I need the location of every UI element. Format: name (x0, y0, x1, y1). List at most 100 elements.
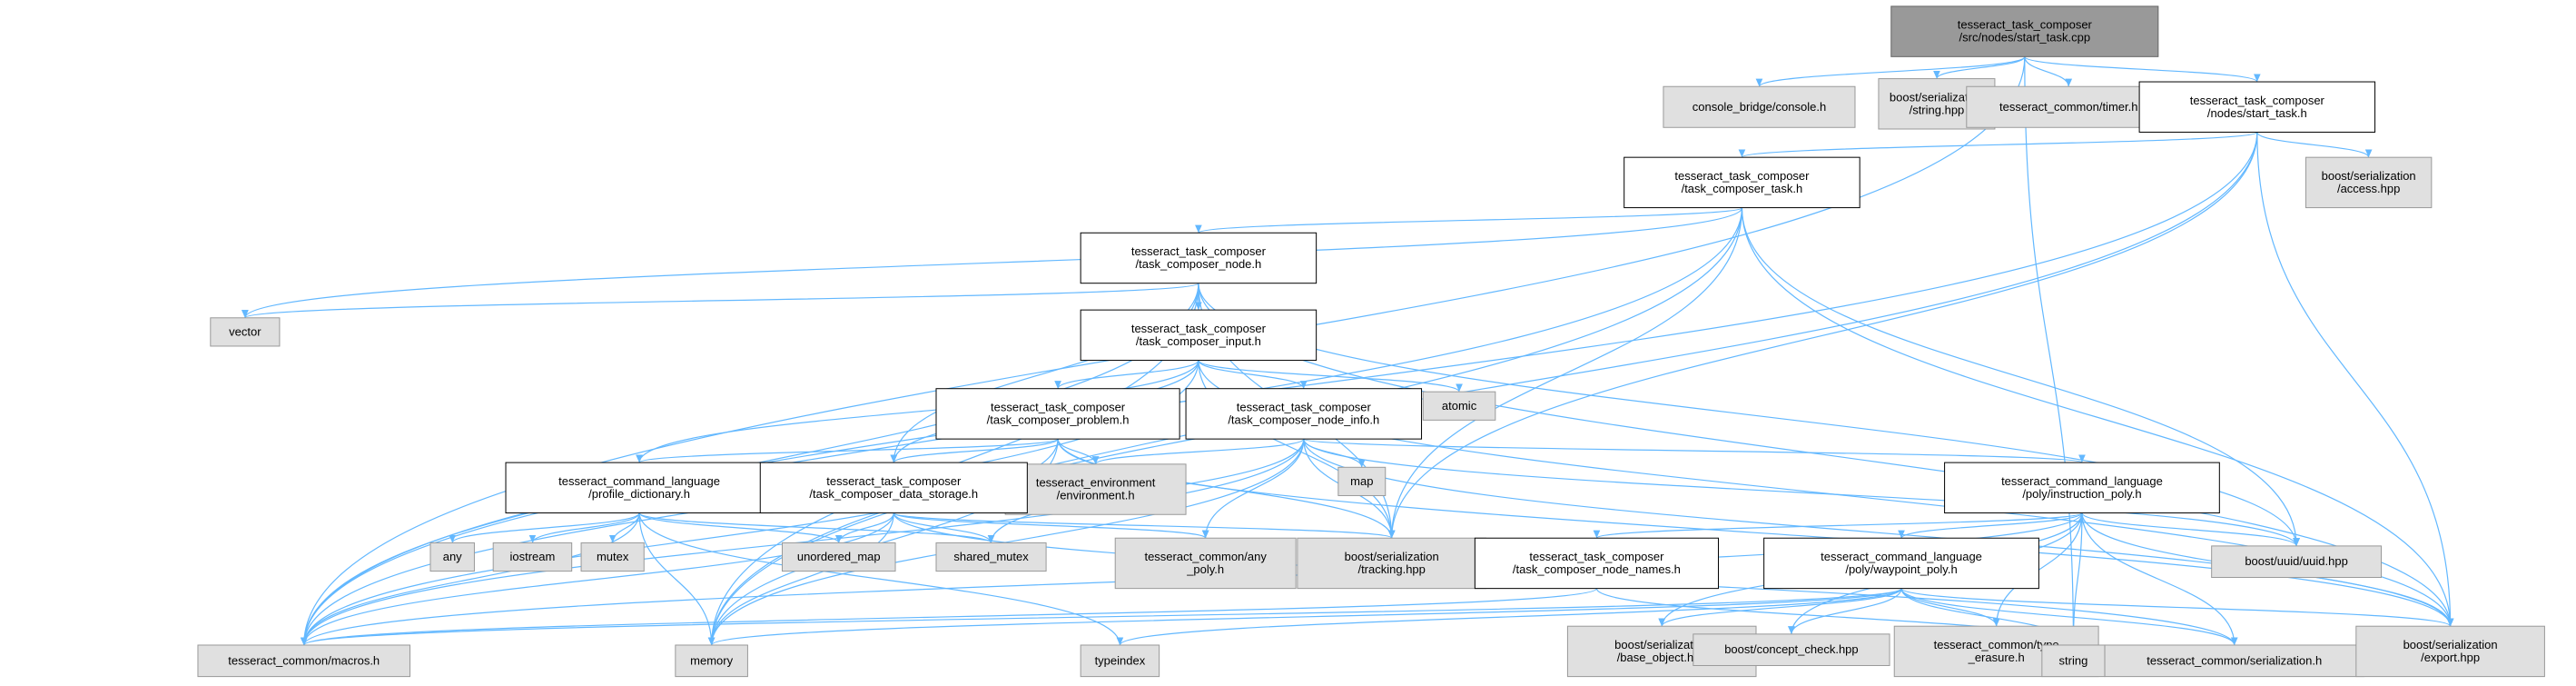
node-access-hpp[interactable]: boost/serialization/access.hpp (2305, 156, 2433, 209)
node-task-composer-node[interactable]: tesseract_task_composer/task_composer_no… (1080, 232, 1318, 284)
node-label-line: /src/nodes/start_task.cpp (1959, 31, 2091, 45)
node-label-line: tesseract_task_composer (1958, 18, 2093, 32)
node-label-line: /poly/waypoint_poly.h (1845, 562, 1957, 576)
edge-task-composer-data-storage-to-unordered-map (834, 512, 894, 543)
node-task-composer-task[interactable]: tesseract_task_composer/task_composer_ta… (1624, 156, 1860, 209)
node-uuid-hpp[interactable]: boost/uuid/uuid.hpp (2211, 545, 2382, 579)
node-label-line: /nodes/start_task.h (2207, 106, 2307, 120)
edge-instruction-poly-to-string (2069, 512, 2083, 645)
node-any[interactable]: any (429, 542, 475, 572)
node-task-composer-input[interactable]: tesseract_task_composer/task_composer_in… (1080, 309, 1318, 362)
node-string[interactable]: string (2041, 644, 2106, 678)
node-box (1422, 391, 1496, 421)
node-vector[interactable]: vector (210, 317, 281, 347)
node-box (1080, 644, 1160, 678)
node-box (1624, 156, 1860, 209)
node-label-line: typeindex (1095, 653, 1146, 667)
node-label-line: boost/serialization (1345, 550, 1439, 563)
node-start-task-cpp[interactable]: tesseract_task_composer/src/nodes/start_… (1890, 5, 2159, 57)
edge-waypoint-poly-to-base-object (1658, 588, 1902, 627)
node-mutex[interactable]: mutex (580, 542, 645, 572)
node-instruction-poly[interactable]: tesseract_command_language/poly/instruct… (1944, 462, 2220, 514)
node-label-line: tesseract_task_composer (1131, 322, 1267, 335)
node-label-line: boost/serialization (2403, 638, 2498, 651)
node-label-line: tesseract_common/serialization.h (2147, 653, 2322, 667)
node-task-composer-data-storage[interactable]: tesseract_task_composer/task_composer_da… (759, 462, 1028, 514)
node-box (781, 542, 896, 572)
edge-task-composer-node-info-to-macros-h (300, 439, 1305, 645)
node-box (1080, 232, 1318, 284)
edge-waypoint-poly-to-memory (708, 588, 1902, 646)
edge-task-composer-input-to-task-composer-node-info (1198, 360, 1308, 389)
edge-task-composer-node-info-to-any-poly (1201, 439, 1305, 539)
node-task-composer-problem[interactable]: tesseract_task_composer/task_composer_pr… (935, 388, 1180, 440)
edge-start-task-cpp-to-string (2024, 56, 2078, 645)
node-start-task-h[interactable]: tesseract_task_composer/nodes/start_task… (2138, 81, 2376, 133)
node-map[interactable]: map (1337, 466, 1387, 496)
node-memory[interactable]: memory (675, 644, 748, 678)
node-box (1966, 85, 2172, 128)
node-box (2305, 156, 2433, 209)
node-label-line: /poly/instruction_poly.h (2022, 487, 2141, 501)
edge-waypoint-poly-to-common-serialization (1900, 588, 2238, 646)
node-iostream[interactable]: iostream (492, 542, 573, 572)
node-timer-h[interactable]: tesseract_common/timer.h (1966, 85, 2172, 128)
node-label-line: tesseract_common/type (1934, 638, 2059, 651)
node-box (429, 542, 475, 572)
edge-waypoint-poly-to-typeindex (1116, 588, 1902, 646)
node-label-line: string (2059, 653, 2088, 667)
node-export-hpp[interactable]: boost/serialization/export.hpp (2355, 625, 2545, 678)
node-box (935, 542, 1047, 572)
node-task-composer-node-info[interactable]: tesseract_task_composer/task_composer_no… (1185, 388, 1423, 440)
node-box (1890, 5, 2159, 57)
node-label-line: /task_composer_problem.h (987, 413, 1130, 426)
node-tracking-hpp[interactable]: boost/serialization/tracking.hpp (1297, 537, 1486, 590)
node-environment-h[interactable]: tesseract_environment/environment.h (1004, 463, 1187, 515)
node-box (1693, 633, 1890, 666)
node-macros-h[interactable]: tesseract_common/macros.h (197, 644, 410, 678)
edge-profile-dictionary-to-iostream (528, 512, 640, 543)
edge-profile-dictionary-to-macros-h (300, 512, 640, 645)
node-label-line: /base_object.hpp (1617, 651, 1707, 664)
node-unordered-map[interactable]: unordered_map (781, 542, 896, 572)
node-label-line: tesseract_command_language (1821, 550, 1982, 563)
node-label-line: vector (229, 324, 262, 338)
node-atomic[interactable]: atomic (1422, 391, 1496, 421)
node-profile-dictionary[interactable]: tesseract_command_language/profile_dicti… (505, 462, 774, 514)
edge-task-composer-problem-to-export-hpp (1057, 439, 2454, 627)
edge-instruction-poly-to-uuid-hpp (2081, 512, 2300, 547)
node-waypoint-poly[interactable]: tesseract_command_language/poly/waypoint… (1763, 537, 2039, 590)
edge-waypoint-poly-to-type-erasure (1900, 588, 2000, 627)
node-common-serialization[interactable]: tesseract_common/serialization.h (2104, 644, 2364, 678)
node-label-line: tesseract_task_composer (826, 474, 962, 488)
node-label-line: boost/serialization (2322, 169, 2416, 183)
edge-waypoint-poly-to-macros-h (301, 588, 1902, 646)
node-label-line: tesseract_command_language (2001, 474, 2163, 488)
edge-task-composer-input-to-task-composer-problem (1054, 360, 1199, 390)
edge-start-task-h-to-task-composer-task (1738, 131, 2258, 158)
edge-waypoint-poly-to-export-hpp (1900, 588, 2454, 627)
node-label-line: tesseract_task_composer (1131, 244, 1267, 258)
node-node-names[interactable]: tesseract_task_composer/task_composer_no… (1474, 537, 1719, 590)
node-label-line: /string.hpp (1910, 103, 1965, 116)
node-box (210, 317, 281, 347)
node-label-line: /profile_dictionary.h (588, 487, 690, 501)
node-label-line: boost/serialization (1614, 638, 1709, 651)
node-label-line: _poly.h (1186, 562, 1224, 576)
node-label-line: _erasure.h (1968, 651, 2025, 664)
edge-profile-dictionary-to-unordered-map (638, 512, 843, 543)
edge-task-composer-task-to-vector (242, 207, 1743, 318)
edge-task-composer-node-info-to-memory (707, 439, 1305, 645)
edge-start-task-h-to-tracking-hpp (1387, 132, 2258, 539)
edge-start-task-cpp-to-start-task-h (2024, 55, 2261, 83)
edge-start-task-cpp-to-boost-ser-string (1933, 56, 2026, 79)
node-typeindex[interactable]: typeindex (1080, 644, 1160, 678)
node-console-bridge[interactable]: console_bridge/console.h (1663, 85, 1856, 128)
edge-task-composer-task-to-uuid-hpp (1741, 207, 2300, 546)
node-any-poly[interactable]: tesseract_common/any_poly.h (1114, 537, 1297, 590)
node-shared-mutex[interactable]: shared_mutex (935, 542, 1047, 572)
node-box (1663, 85, 1856, 128)
edge-start-task-cpp-to-console-bridge (1755, 55, 2026, 87)
node-concept-check[interactable]: boost/concept_check.hpp (1693, 633, 1890, 666)
node-label-line: /environment.h (1057, 489, 1135, 502)
